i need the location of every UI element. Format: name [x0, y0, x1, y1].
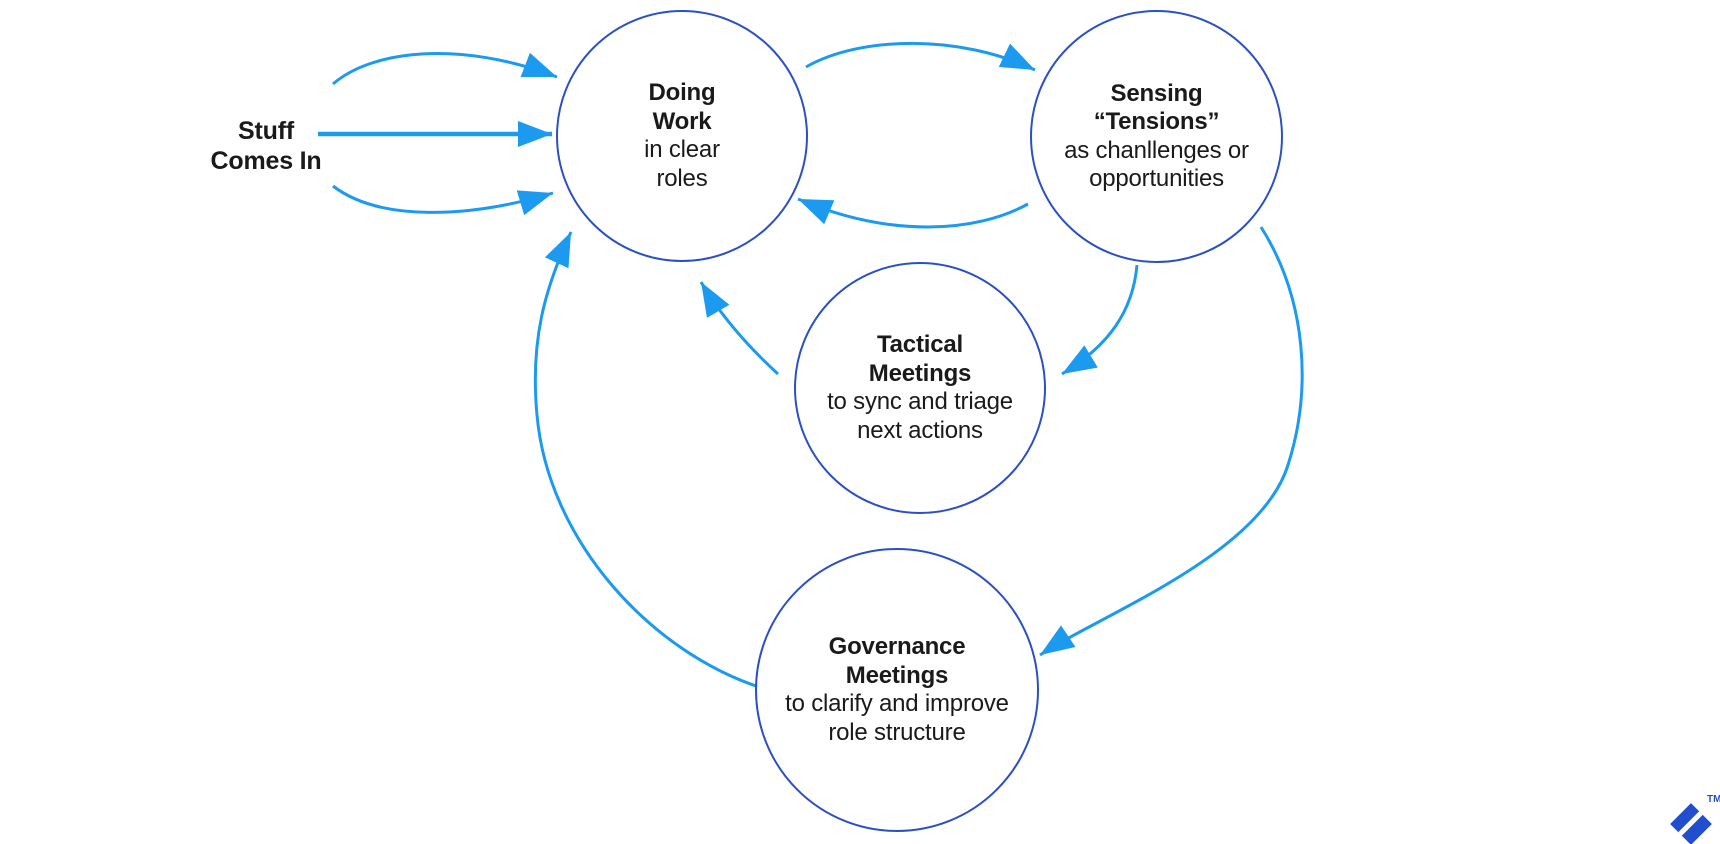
- node-tactical-meetings: Tactical Meetings to sync and triage nex…: [794, 262, 1046, 514]
- node-title-line: Tactical: [876, 331, 963, 358]
- node-doing-work: Doing Work in clear roles: [556, 10, 808, 262]
- arrow-sensing-to-tactical: [1061, 264, 1139, 376]
- node-title-line: Meetings: [845, 661, 949, 689]
- node-subtitle-line: to sync and triage: [827, 388, 1013, 415]
- arrow-stuff-to-doing-3: [332, 184, 554, 216]
- node-subtitle-line: opportunities: [1089, 165, 1224, 192]
- input-label-line-2: Comes In: [210, 147, 322, 175]
- trademark-symbol: TM: [1707, 794, 1720, 805]
- node-title-line: Governance: [828, 633, 966, 660]
- node-subtitle-line: roles: [656, 164, 708, 192]
- node-subtitle-line: in clear: [644, 136, 720, 163]
- node-subtitle-line: role structure: [828, 718, 966, 746]
- input-label-stuff-comes-in: Stuff Comes In: [156, 116, 376, 176]
- node-tactical-meetings-text: Tactical Meetings to sync and triage nex…: [827, 331, 1013, 445]
- node-title-line: Doing: [648, 79, 716, 106]
- toptal-logomark-icon: [1670, 803, 1712, 844]
- input-label-line-1: Stuff: [238, 117, 294, 145]
- node-doing-work-text: Doing Work in clear roles: [644, 79, 720, 193]
- arrow-sensing-to-governance: [1039, 226, 1304, 657]
- node-title-line: “Tensions”: [1093, 108, 1220, 135]
- arrow-tactical-to-doing: [699, 281, 780, 376]
- node-sensing-tensions: Sensing “Tensions” as chanllenges or opp…: [1030, 10, 1283, 263]
- arrow-governance-to-doing: [533, 231, 763, 690]
- node-subtitle-line: to clarify and improve: [785, 690, 1009, 717]
- node-governance-meetings-text: Governance Meetings to clarify and impro…: [785, 633, 1009, 747]
- arrow-stuff-to-doing-1: [332, 52, 558, 86]
- node-sensing-tensions-text: Sensing “Tensions” as chanllenges or opp…: [1064, 80, 1249, 194]
- toptal-logo: TM: [1670, 794, 1720, 844]
- node-governance-meetings: Governance Meetings to clarify and impro…: [755, 548, 1039, 832]
- node-subtitle-line: next actions: [857, 416, 983, 444]
- node-title-line: Work: [652, 107, 712, 135]
- node-title-line: Meetings: [868, 359, 972, 387]
- arrow-doing-to-sensing: [805, 41, 1036, 72]
- arrow-sensing-to-doing: [797, 197, 1029, 229]
- node-subtitle-line: as chanllenges or: [1064, 136, 1249, 164]
- node-title-line: Sensing: [1110, 79, 1203, 107]
